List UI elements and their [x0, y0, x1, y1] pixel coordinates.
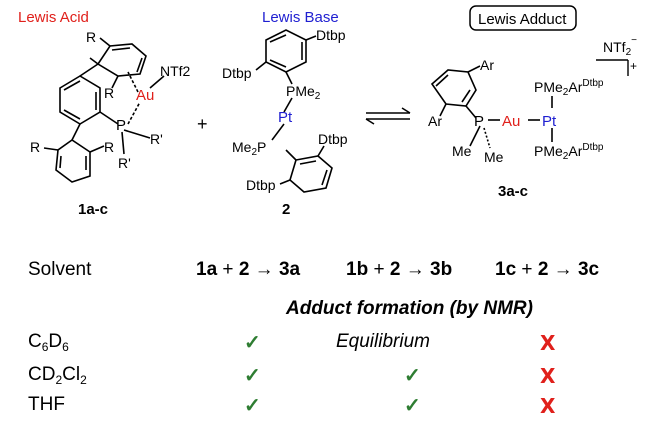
charge-plus: + [630, 59, 637, 73]
lewis-adduct-structure [430, 65, 553, 149]
lewis-acid-label: Lewis Acid [18, 9, 89, 26]
header-solvent: Solvent [28, 259, 92, 280]
lewis-base-label: Lewis Base [262, 9, 339, 26]
header-col2: 1b + 2 → 3b [346, 259, 453, 280]
atom-ar-1: Ar [480, 57, 494, 73]
charge-bracket [596, 59, 629, 76]
atom-ar-2: Ar [428, 113, 442, 129]
subheader-adduct-formation: Adduct formation (by NMR) [286, 298, 533, 319]
lewis-acid-structure [43, 37, 165, 183]
atom-me-1: Me [452, 143, 472, 159]
row-2-solvent: CD2Cl2 [28, 364, 87, 387]
atom-dtbp-2: Dtbp [222, 65, 252, 81]
atom-pme2-base: PMe2 [286, 83, 321, 102]
atom-au-adduct: Au [502, 113, 520, 130]
atom-p-adduct: P [474, 113, 484, 130]
row-2-col2-check: ✓ [404, 365, 421, 387]
compound-base-label: 2 [282, 201, 290, 218]
compound-acid-label: 1a-c [78, 201, 108, 218]
atom-r-mid: R [104, 85, 114, 101]
atom-pt-base: Pt [278, 109, 293, 126]
equilibrium-arrow [365, 107, 411, 125]
header-col3: 1c + 2 → 3c [495, 259, 600, 280]
lewis-base-structure [255, 29, 333, 193]
lewis-adduct-box [469, 5, 577, 31]
atom-r-top: R [86, 29, 96, 45]
compound-adduct-label: 3a-c [498, 183, 528, 200]
row-1-col1-check: ✓ [244, 332, 261, 354]
plus-sign: + [197, 114, 208, 134]
atom-pme2ar-top: PMe2ArDtbp [534, 78, 604, 98]
lewis-adduct-label: Lewis Adduct [478, 11, 567, 28]
atom-dtbp-4: Dtbp [246, 177, 276, 193]
row-1-col2-equilibrium: Equilibrium [336, 331, 430, 352]
row-2-col1-check: ✓ [244, 365, 261, 387]
row-3-solvent: THF [28, 394, 65, 415]
row-3-col2-check: ✓ [404, 395, 421, 417]
atom-me2p-base: Me2P [232, 139, 266, 158]
atom-ntf2-acid: NTf2 [160, 63, 191, 79]
atom-au-acid: Au [136, 87, 154, 104]
atom-r-left: R [30, 139, 40, 155]
counterion: NTf2− [603, 35, 637, 58]
row-1-col3-cross: X [540, 331, 556, 355]
atom-me-2: Me [484, 149, 504, 165]
atom-rprime-1: R' [150, 131, 163, 147]
row-1-solvent: C6D6 [28, 331, 69, 354]
atom-pt-adduct: Pt [542, 113, 557, 130]
atom-p-acid: P [116, 117, 126, 134]
atom-dtbp-3: Dtbp [318, 131, 348, 147]
row-3-col1-check: ✓ [244, 395, 261, 417]
row-2-col3-cross: X [540, 364, 556, 388]
atom-rprime-2: R' [118, 155, 131, 171]
header-col1: 1a + 2 → 3a [196, 259, 301, 280]
atom-pme2ar-bottom: PMe2ArDtbp [534, 142, 604, 162]
row-3-col3-cross: X [540, 394, 556, 418]
atom-r-right: R [104, 139, 114, 155]
atom-dtbp-1: Dtbp [316, 27, 346, 43]
reaction-scheme: Lewis Acid R Au NTf2 R [18, 5, 637, 218]
